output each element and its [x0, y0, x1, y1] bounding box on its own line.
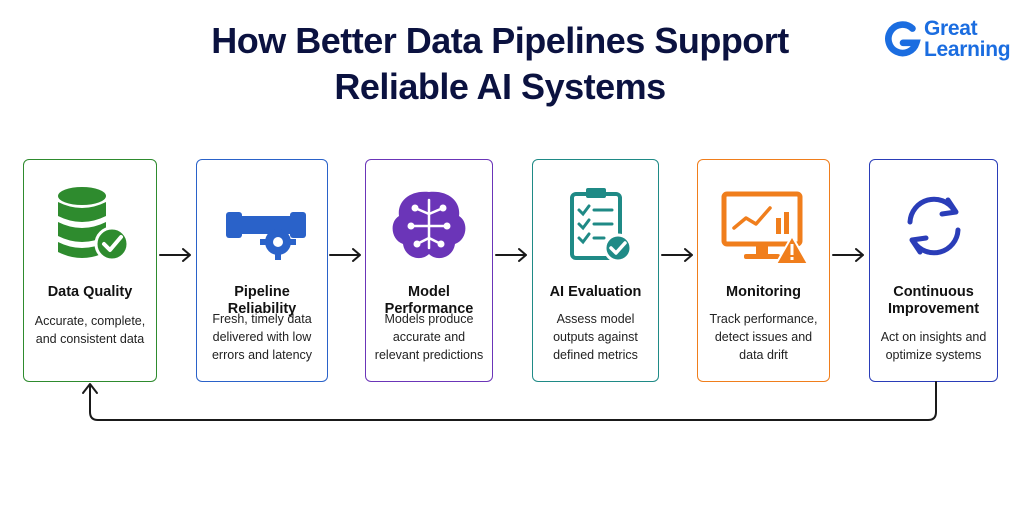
step-ai-evaluation: AI Evaluation Assess model outputs again…	[532, 159, 659, 382]
flow-arrow	[661, 248, 693, 262]
step-description: Track performance, detect issues and dat…	[709, 312, 818, 362]
step-description: Models produce accurate and relevant pre…	[374, 312, 484, 362]
monitor-alert-icon	[721, 191, 810, 265]
flow-arrow	[832, 248, 864, 262]
step-label: Data Quality	[47, 284, 133, 300]
step-description: Assess model outputs against defined met…	[553, 312, 638, 362]
logo-g-icon	[885, 21, 921, 57]
title-line-2: Reliable AI Systems	[334, 66, 666, 107]
flow-arrow	[159, 248, 191, 262]
step-pipeline-reliability: Pipeline Reliability Fresh, timely data …	[196, 159, 328, 382]
great-learning-logo: Great Learning	[884, 16, 1014, 64]
brain-circuit-icon	[392, 191, 466, 259]
step-label: Model Performance	[384, 284, 474, 317]
step-data-quality: Data Quality Accurate, complete, and con…	[23, 159, 157, 382]
step-monitoring: Monitoring Track performance, detect iss…	[697, 159, 830, 382]
step-description: Accurate, complete, and consistent data	[34, 314, 146, 346]
step-description: Act on insights and optimize systems	[880, 330, 987, 362]
feedback-loop-arrow	[82, 381, 937, 421]
step-description: Fresh, timely data delivered with low er…	[211, 312, 313, 362]
step-model-performance: Model Performance Models produce accurat…	[365, 159, 493, 382]
database-check-icon	[58, 187, 130, 262]
step-label: Monitoring	[726, 284, 801, 300]
logo-text: Great Learning	[924, 17, 1011, 61]
clipboard-check-icon	[569, 188, 632, 263]
pipe-gear-icon	[226, 212, 306, 260]
flow-arrow	[329, 248, 361, 262]
diagram-title: How Better Data Pipelines Support Reliab…	[130, 18, 870, 110]
refresh-cycle-icon	[907, 196, 960, 256]
step-label: Pipeline Reliability	[227, 284, 297, 317]
step-label: AI Evaluation	[549, 284, 642, 300]
title-line-1: How Better Data Pipelines Support	[211, 20, 789, 61]
step-label: Continuous Improvement	[887, 284, 980, 317]
step-continuous-improvement: Continuous Improvement Act on insights a…	[869, 159, 998, 382]
flow-arrow	[495, 248, 527, 262]
